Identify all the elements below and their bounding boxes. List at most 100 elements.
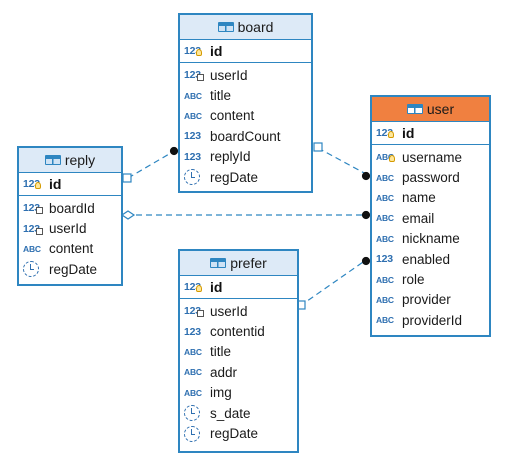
link-end-dot [169, 146, 179, 156]
column-row[interactable]: ABC name [372, 188, 489, 208]
column-name: name [402, 190, 436, 206]
column-name: provider [402, 292, 451, 308]
column-name: contentid [210, 324, 265, 340]
table-name: reply [64, 152, 96, 168]
numeric-key-icon: 123 [23, 178, 41, 190]
table-header[interactable]: user [372, 97, 489, 122]
text-type-icon: ABC [184, 346, 202, 357]
column-name: title [210, 88, 232, 104]
column-row[interactable]: 123 contentid [180, 321, 297, 341]
column-row[interactable]: 123 userId [180, 65, 311, 85]
text-type-icon: ABC [23, 243, 41, 254]
foreign-key-icon: 123 [23, 223, 45, 235]
table-header[interactable]: board [180, 15, 311, 40]
column-name: id [402, 125, 415, 141]
column-row[interactable]: regDate [180, 423, 297, 443]
table-name: user [426, 101, 455, 117]
column-name: userId [210, 303, 248, 319]
link-reply-board[interactable] [127, 149, 177, 179]
text-type-icon: ABC [376, 213, 394, 224]
column-name: username [402, 149, 463, 165]
column-name: title [210, 344, 232, 360]
link-board-user[interactable] [317, 147, 367, 175]
table-icon [217, 22, 234, 32]
table-icon [44, 155, 61, 165]
column-row[interactable]: regDate [180, 167, 311, 187]
table-icon [406, 104, 423, 114]
link-end-dot [361, 256, 371, 266]
text-type-icon: ABC [376, 233, 394, 244]
column-name: img [210, 385, 232, 401]
column-name: s_date [210, 405, 251, 421]
link-icon [196, 74, 204, 82]
column-row[interactable]: ABC content [19, 239, 121, 259]
clock-icon [184, 169, 200, 186]
numeric-type-icon: 123 [184, 130, 201, 143]
link-end-dot [361, 171, 371, 181]
column-row[interactable]: s_date [180, 403, 297, 423]
link-icon [35, 207, 43, 215]
table-name: prefer [230, 255, 267, 271]
link-icon [35, 227, 43, 235]
column-row[interactable]: ABC img [180, 383, 297, 403]
column-name: content [49, 241, 94, 257]
column-name: userId [49, 221, 87, 237]
column-row[interactable]: ABC username [372, 147, 489, 167]
key-icon [195, 49, 202, 56]
text-type-icon: ABC [376, 172, 394, 183]
text-type-icon: ABC [184, 387, 202, 398]
clock-icon [184, 425, 200, 442]
column-name: userId [210, 67, 248, 83]
primary-key-row[interactable]: 123 id [372, 122, 489, 145]
link-end-square [122, 173, 132, 183]
numeric-type-icon: 123 [184, 150, 201, 163]
numeric-key-icon: 123 [184, 281, 202, 293]
foreign-key-icon: 123 [23, 202, 45, 215]
table-header[interactable]: reply [19, 148, 121, 173]
foreign-key-icon: 123 [184, 69, 206, 82]
key-icon [387, 131, 394, 138]
table-name: board [237, 19, 274, 35]
column-name: enabled [402, 251, 451, 267]
key-icon [195, 285, 202, 292]
column-row[interactable]: regDate [19, 259, 121, 279]
text-type-icon: ABC [184, 367, 202, 378]
numeric-type-icon: 123 [184, 325, 201, 338]
column-row[interactable]: ABC title [180, 342, 297, 362]
link-icon [196, 310, 204, 318]
key-icon [388, 155, 395, 163]
table-header[interactable]: prefer [180, 251, 297, 276]
text-type-icon: ABC [376, 152, 395, 163]
column-name: regDate [210, 169, 259, 185]
key-icon [34, 182, 41, 189]
link-prefer-user[interactable] [299, 259, 367, 307]
column-row[interactable]: 123 userId [19, 218, 121, 238]
link-end-square [313, 142, 323, 152]
numeric-key-icon: 123 [376, 127, 394, 139]
text-type-icon: ABC [376, 192, 394, 203]
